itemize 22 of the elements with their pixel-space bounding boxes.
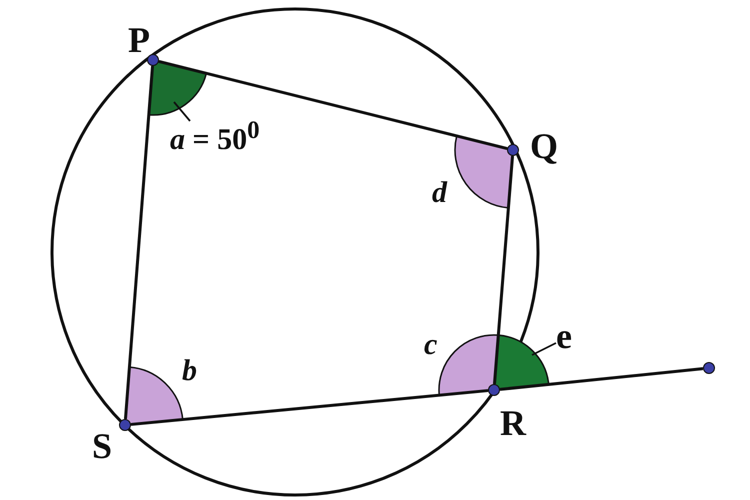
angle-label: e xyxy=(556,318,572,354)
angle-label: d xyxy=(432,178,447,208)
vertex-label: R xyxy=(500,405,526,441)
line-segment xyxy=(500,367,704,391)
angle-label: a = 50$^{0}$ xyxy=(170,118,260,155)
angle-label: b xyxy=(182,356,197,386)
point-dot xyxy=(507,144,519,156)
angle-mark xyxy=(493,334,550,391)
angle-label: c xyxy=(424,330,438,360)
point-dot xyxy=(147,54,159,66)
vertex-label: S xyxy=(92,428,112,464)
point-dot xyxy=(119,419,131,431)
line-segment xyxy=(492,156,514,384)
point-dot xyxy=(703,362,715,374)
line-segment xyxy=(130,389,488,426)
line-segment xyxy=(158,60,508,150)
leader-line xyxy=(173,101,191,122)
line-segment xyxy=(124,66,154,420)
leader-line xyxy=(532,342,556,356)
vertex-label: Q xyxy=(530,128,558,164)
vertex-label: P xyxy=(128,22,150,58)
point-dot xyxy=(488,384,500,396)
